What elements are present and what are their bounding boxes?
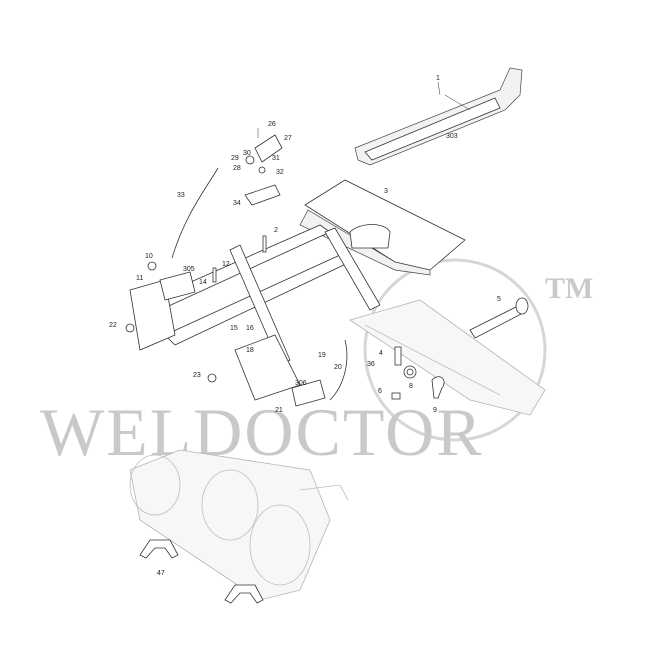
callout-34: 34 bbox=[233, 200, 241, 207]
callout-29: 29 bbox=[231, 155, 239, 162]
callout-5: 5 bbox=[497, 296, 501, 303]
callout-11: 11 bbox=[136, 275, 143, 282]
callout-3: 3 bbox=[384, 188, 388, 195]
callout-4: 4 bbox=[379, 350, 383, 357]
callout-14: 14 bbox=[199, 279, 207, 286]
part-47-clamps bbox=[139, 539, 264, 604]
bracket-assembly bbox=[244, 128, 283, 206]
callout-30: 30 bbox=[243, 150, 251, 157]
callout-1: 1 bbox=[436, 75, 440, 82]
part-1-rail bbox=[354, 67, 523, 166]
callout-23: 23 bbox=[193, 372, 201, 379]
callout-8: 8 bbox=[409, 383, 413, 390]
callout-20: 20 bbox=[334, 364, 342, 371]
callout-22: 22 bbox=[109, 322, 117, 329]
callout-2: 2 bbox=[274, 227, 278, 234]
callout-305: 305 bbox=[183, 266, 195, 273]
ghost-track-assembly bbox=[129, 449, 349, 601]
main-frame bbox=[129, 179, 466, 401]
callout-33: 33 bbox=[177, 192, 185, 199]
callout-28: 28 bbox=[233, 165, 241, 172]
callout-12: 12 bbox=[222, 261, 230, 268]
callout-19: 19 bbox=[318, 352, 326, 359]
callout-6: 6 bbox=[378, 388, 382, 395]
ghost-swing-arm bbox=[349, 299, 546, 416]
callout-18: 18 bbox=[246, 347, 254, 354]
callout-15: 15 bbox=[230, 325, 238, 332]
watermark: WELDOCTOR TM bbox=[40, 258, 593, 470]
part-5-axle-pin bbox=[469, 297, 529, 339]
callout-47: 47 bbox=[157, 570, 165, 577]
callout-36: 36 bbox=[367, 361, 375, 368]
watermark-tm-mark: TM bbox=[545, 272, 593, 305]
watermark-brand-text: WELDOCTOR bbox=[40, 394, 484, 470]
watermark-swoosh bbox=[363, 258, 547, 442]
callout-27: 27 bbox=[284, 135, 292, 142]
cable-33 bbox=[171, 167, 219, 259]
callout-21: 21 bbox=[275, 407, 283, 414]
bolts bbox=[125, 235, 326, 407]
callout-9: 9 bbox=[433, 407, 437, 414]
callout-10: 10 bbox=[145, 253, 153, 260]
callout-306: 306 bbox=[295, 380, 307, 387]
callout-32: 32 bbox=[276, 169, 284, 176]
callout-labels: 1 2 3 4 5 6 8 9 10 11 12 14 15 16 18 19 … bbox=[109, 75, 501, 577]
callout-303: 303 bbox=[446, 133, 458, 140]
small-parts bbox=[329, 339, 445, 401]
callout-31: 31 bbox=[272, 155, 280, 162]
callout-26: 26 bbox=[268, 121, 276, 128]
callout-16: 16 bbox=[246, 325, 254, 332]
